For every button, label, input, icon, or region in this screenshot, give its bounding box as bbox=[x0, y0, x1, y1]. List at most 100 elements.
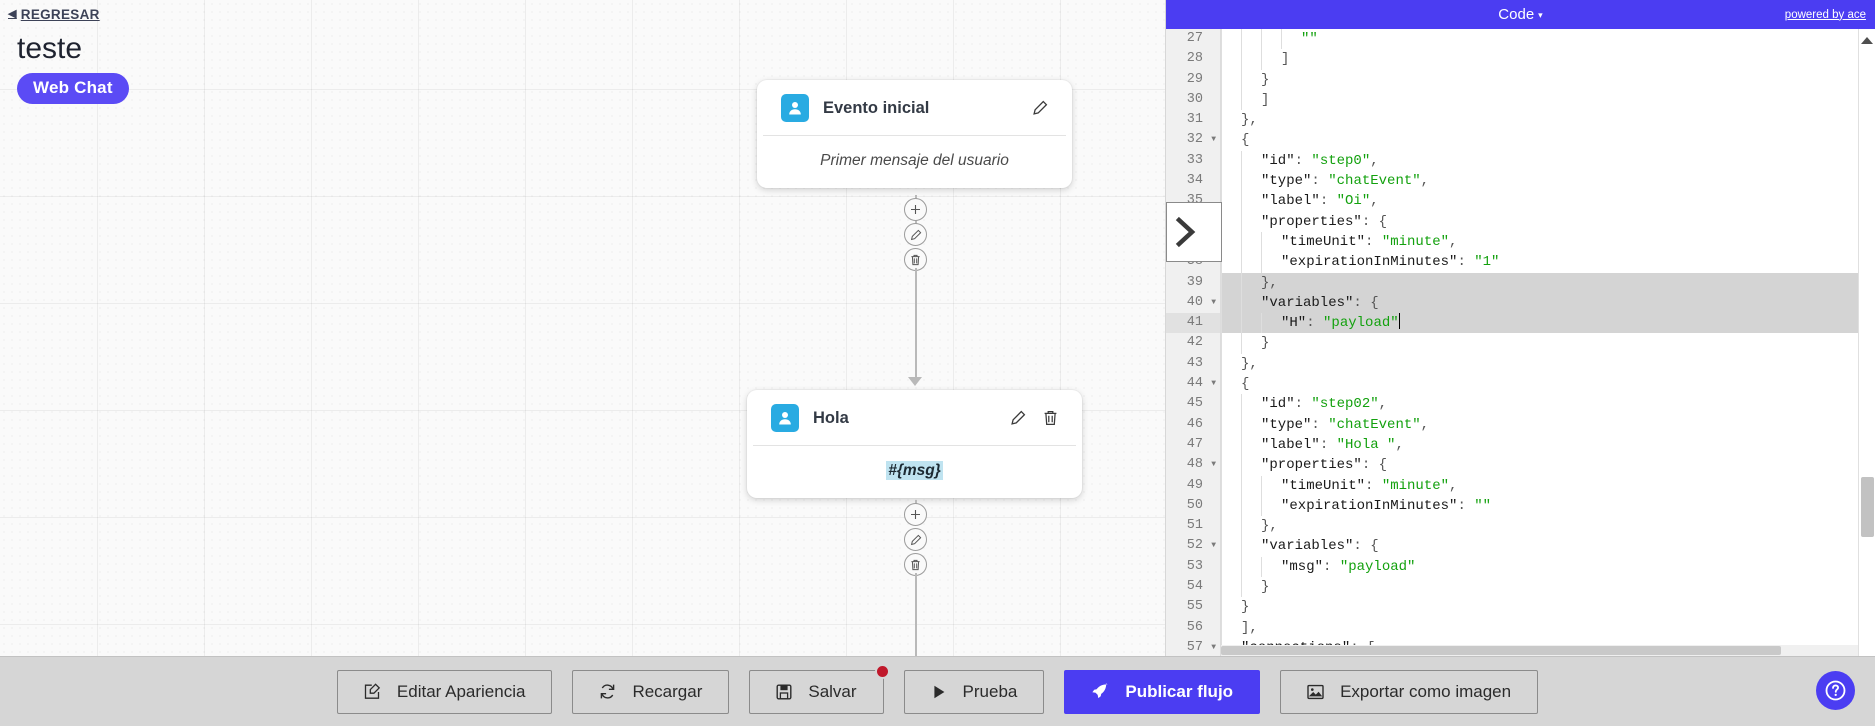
ace-editor[interactable]: 272829303132▼33343536▼37383940▼41424344▼… bbox=[1166, 29, 1875, 656]
edit-icon[interactable] bbox=[1010, 410, 1026, 426]
code-line[interactable]: "variables": { bbox=[1221, 292, 1875, 314]
code-line[interactable]: { bbox=[1221, 130, 1875, 151]
fold-arrow-icon[interactable]: ▼ bbox=[1211, 642, 1216, 652]
code-line[interactable]: { bbox=[1221, 374, 1875, 395]
publicar-flujo-label: Publicar flujo bbox=[1125, 681, 1234, 701]
code-line[interactable]: }, bbox=[1221, 272, 1875, 293]
gutter-line-number[interactable]: 46 bbox=[1186, 416, 1203, 432]
fold-arrow-icon[interactable]: ▼ bbox=[1211, 541, 1216, 551]
publicar-flujo-button[interactable]: Publicar flujo bbox=[1064, 669, 1261, 714]
hscroll-thumb[interactable] bbox=[1221, 646, 1781, 655]
gutter-line-number[interactable]: 39 bbox=[1186, 274, 1203, 290]
code-line[interactable]: "type": "chatEvent", bbox=[1221, 414, 1875, 435]
add-step-button[interactable] bbox=[904, 503, 927, 526]
gutter-line-number[interactable]: 27 bbox=[1186, 31, 1203, 46]
gutter-line-number[interactable]: 49 bbox=[1186, 477, 1203, 493]
editor-gutter[interactable]: 272829303132▼33343536▼37383940▼41424344▼… bbox=[1166, 29, 1221, 656]
gutter-line-number[interactable]: 31 bbox=[1186, 112, 1203, 128]
node-actions bbox=[1032, 100, 1048, 116]
gutter-line-number[interactable]: 56 bbox=[1186, 619, 1203, 635]
fold-arrow-icon[interactable]: ▼ bbox=[1211, 460, 1216, 470]
gutter-line-number[interactable]: 29 bbox=[1186, 71, 1203, 87]
add-step-button[interactable] bbox=[904, 198, 927, 221]
exportar-imagen-button[interactable]: Exportar como imagen bbox=[1280, 669, 1539, 714]
gutter-line-number[interactable]: 33 bbox=[1186, 152, 1203, 168]
flow-canvas[interactable]: ◀ REGRESAR teste Web Chat bbox=[0, 0, 1165, 656]
editor-horizontal-scrollbar[interactable] bbox=[1221, 645, 1858, 656]
code-line[interactable]: "variables": { bbox=[1221, 536, 1875, 557]
gutter-line-number[interactable]: 32▼ bbox=[1166, 130, 1220, 150]
gutter-line-number[interactable]: 57▼ bbox=[1166, 638, 1220, 656]
gutter-line-number[interactable]: 52▼ bbox=[1166, 536, 1220, 556]
editor-code-area[interactable]: ""]}]},{"id": "step0","type": "chatEvent… bbox=[1221, 29, 1875, 656]
code-line[interactable]: "timeUnit": "minute", bbox=[1221, 231, 1875, 253]
code-line[interactable]: }, bbox=[1221, 110, 1875, 131]
code-line[interactable]: } bbox=[1221, 597, 1875, 618]
salvar-button[interactable]: Salvar bbox=[749, 663, 890, 714]
code-line[interactable]: "timeUnit": "minute", bbox=[1221, 475, 1875, 496]
recargar-button[interactable]: Recargar bbox=[572, 669, 730, 714]
node-body-text: Primer mensaje del usuario bbox=[820, 152, 1009, 169]
code-line[interactable]: "properties": { bbox=[1221, 455, 1875, 476]
code-line[interactable]: "id": "step0", bbox=[1221, 150, 1875, 172]
code-line[interactable]: "properties": { bbox=[1221, 211, 1875, 232]
code-line[interactable]: } bbox=[1221, 333, 1875, 354]
edit-icon[interactable] bbox=[1032, 100, 1048, 116]
code-line[interactable]: } bbox=[1221, 69, 1875, 90]
fold-arrow-icon[interactable]: ▼ bbox=[1211, 297, 1216, 307]
editar-apariencia-button[interactable]: Editar Apariencia bbox=[336, 669, 553, 714]
scroll-up-arrow-icon[interactable] bbox=[1861, 37, 1873, 44]
gutter-line-number[interactable]: 42 bbox=[1186, 335, 1203, 351]
prueba-button[interactable]: Prueba bbox=[903, 669, 1045, 714]
code-line[interactable]: } bbox=[1221, 577, 1875, 598]
gutter-line-number[interactable]: 40▼ bbox=[1166, 293, 1220, 313]
flow-node-evento-inicial[interactable]: Evento inicial Primer mensaje del usuari… bbox=[757, 80, 1072, 188]
code-line[interactable]: "" bbox=[1221, 29, 1875, 50]
gutter-line-number[interactable]: 53 bbox=[1186, 558, 1203, 574]
code-line[interactable]: "expirationInMinutes": "" bbox=[1221, 495, 1875, 517]
fold-arrow-icon[interactable]: ▼ bbox=[1211, 135, 1216, 145]
code-line[interactable]: "id": "step02", bbox=[1221, 394, 1875, 415]
flow-node-hola[interactable]: Hola #{msg} bbox=[747, 390, 1082, 498]
trash-icon[interactable] bbox=[1043, 410, 1058, 426]
pencil-square-icon bbox=[364, 683, 381, 700]
gutter-line-number[interactable]: 55 bbox=[1186, 599, 1203, 615]
code-line[interactable]: ] bbox=[1221, 49, 1875, 70]
code-line[interactable]: }, bbox=[1221, 516, 1875, 537]
code-line[interactable]: ] bbox=[1221, 89, 1875, 111]
gutter-line-number[interactable]: 48▼ bbox=[1166, 455, 1220, 475]
code-line[interactable]: }, bbox=[1221, 353, 1875, 375]
gutter-line-number[interactable]: 47 bbox=[1186, 436, 1203, 452]
code-line[interactable]: "msg": "payload" bbox=[1221, 556, 1875, 578]
code-line[interactable]: "H": "payload" bbox=[1221, 313, 1875, 334]
gutter-line-number[interactable]: 50 bbox=[1186, 497, 1203, 513]
fold-arrow-icon[interactable]: ▼ bbox=[1211, 379, 1216, 389]
code-line[interactable]: "expirationInMinutes": "1" bbox=[1221, 252, 1875, 273]
editor-vertical-scrollbar[interactable] bbox=[1858, 29, 1875, 656]
gutter-line-number[interactable]: 34 bbox=[1186, 173, 1203, 189]
code-line[interactable]: "label": "Hola ", bbox=[1221, 434, 1875, 456]
recargar-label: Recargar bbox=[632, 681, 703, 701]
user-avatar-icon bbox=[771, 404, 799, 432]
help-button[interactable] bbox=[1816, 671, 1855, 710]
gutter-line-number[interactable]: 51 bbox=[1186, 518, 1203, 534]
gutter-line-number[interactable]: 30 bbox=[1186, 91, 1203, 107]
node-tools-2 bbox=[904, 503, 927, 578]
gutter-line-number[interactable]: 41 bbox=[1166, 313, 1220, 334]
back-link[interactable]: ◀ REGRESAR bbox=[8, 7, 100, 22]
gutter-line-number[interactable]: 45 bbox=[1186, 396, 1203, 412]
code-line[interactable]: "label": "Oi", bbox=[1221, 191, 1875, 212]
code-fold-widget[interactable] bbox=[1166, 202, 1222, 262]
vscroll-thumb[interactable] bbox=[1861, 477, 1874, 537]
pencil-icon[interactable] bbox=[904, 223, 927, 246]
gutter-line-number[interactable]: 54 bbox=[1186, 579, 1203, 595]
gutter-line-number[interactable]: 44▼ bbox=[1166, 374, 1220, 394]
code-line[interactable]: ], bbox=[1221, 617, 1875, 638]
trash-icon[interactable] bbox=[904, 248, 927, 271]
gutter-line-number[interactable]: 28 bbox=[1186, 51, 1203, 67]
gutter-line-number[interactable]: 43 bbox=[1186, 355, 1203, 371]
code-panel-title[interactable]: Code▾ bbox=[1498, 6, 1543, 23]
code-line[interactable]: "type": "chatEvent", bbox=[1221, 171, 1875, 192]
pencil-icon[interactable] bbox=[904, 528, 927, 551]
powered-by-ace-link[interactable]: powered by ace bbox=[1784, 8, 1866, 21]
